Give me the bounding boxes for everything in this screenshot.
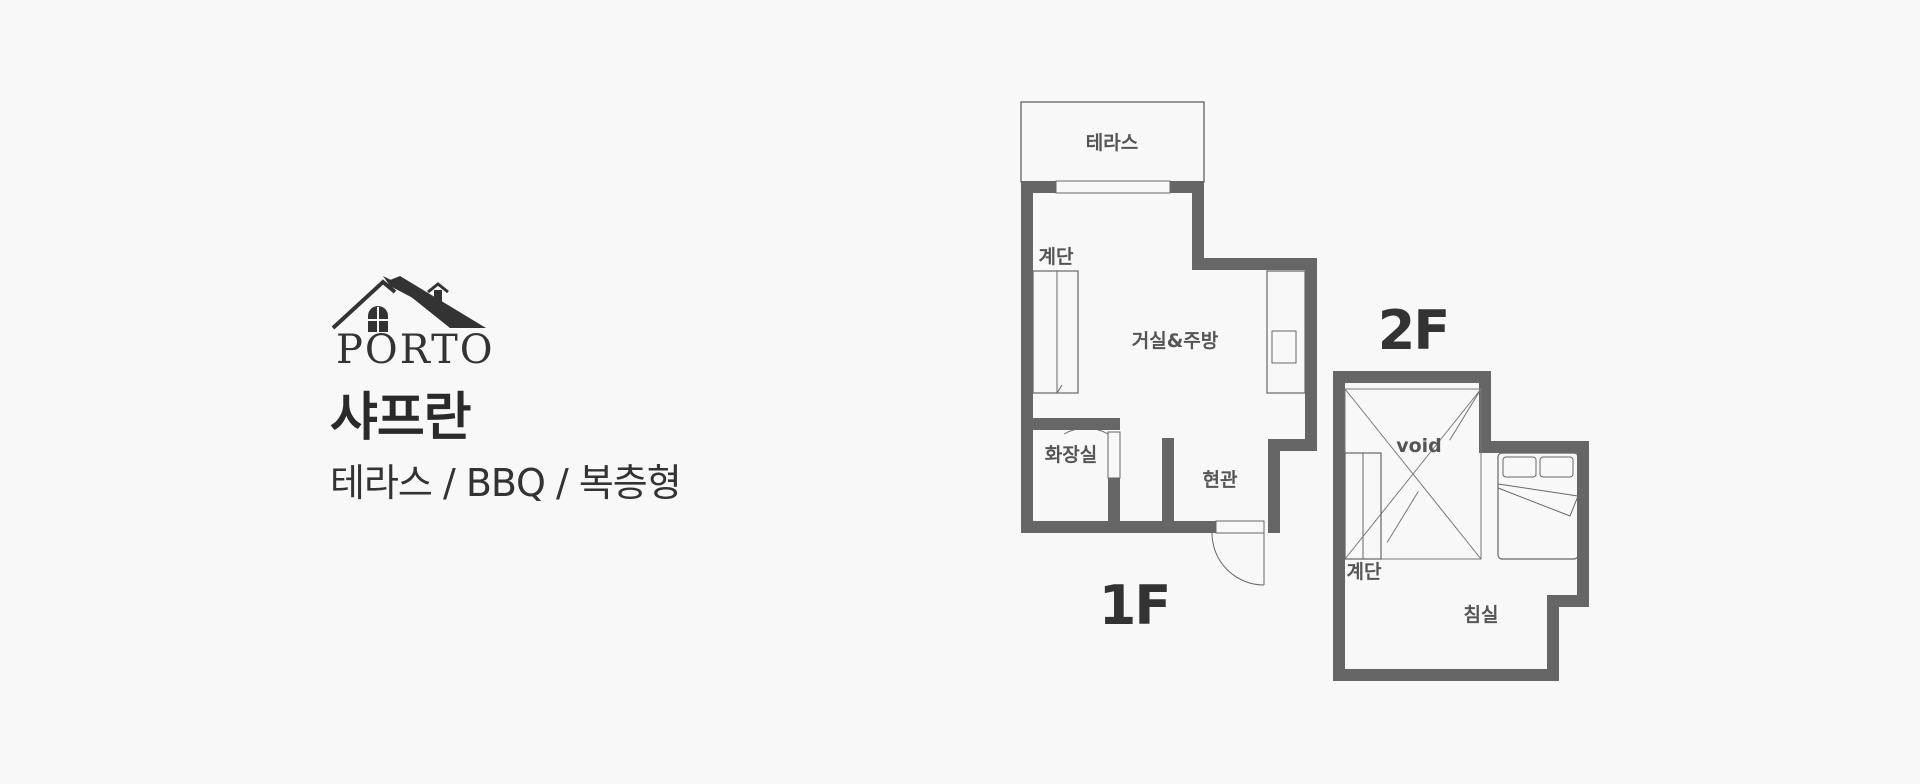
house-logo-icon: [331, 276, 486, 332]
stairs-symbol: [1032, 270, 1079, 394]
stairs-label: 계단: [1039, 246, 1074, 268]
entrance-door: [1215, 520, 1265, 534]
second-floor-label: 2F: [1378, 299, 1448, 362]
wall: [1333, 371, 1589, 681]
bedroom-label: 침실: [1464, 604, 1499, 626]
first-floor-plan: 테라스 계단 거실&주방 화장실 현관 1F: [1020, 101, 1317, 637]
first-floor-label: 1F: [1099, 574, 1169, 637]
living-kitchen-label: 거실&주방: [1132, 330, 1219, 352]
bed-icon: [1497, 452, 1579, 560]
bathroom-label: 화장실: [1045, 444, 1097, 466]
room-name-title: 샤프란: [330, 388, 472, 448]
wall: [1021, 181, 1216, 533]
terrace-door: [1055, 180, 1171, 194]
void-label: void: [1396, 435, 1442, 457]
second-floor-plan: void 계단 침실 2F: [1333, 299, 1589, 681]
stairs-label: 계단: [1347, 561, 1382, 583]
terrace-label: 테라스: [1086, 132, 1138, 154]
room-features: 테라스 / BBQ / 복층형: [330, 461, 682, 505]
kitchen-counter: [1266, 270, 1306, 394]
logo-wordmark: PORTO: [336, 327, 495, 373]
wall: [1170, 181, 1317, 533]
brand-block: PORTO 샤프란 테라스 / BBQ / 복층형: [330, 270, 780, 510]
entrance-label: 현관: [1203, 469, 1238, 491]
